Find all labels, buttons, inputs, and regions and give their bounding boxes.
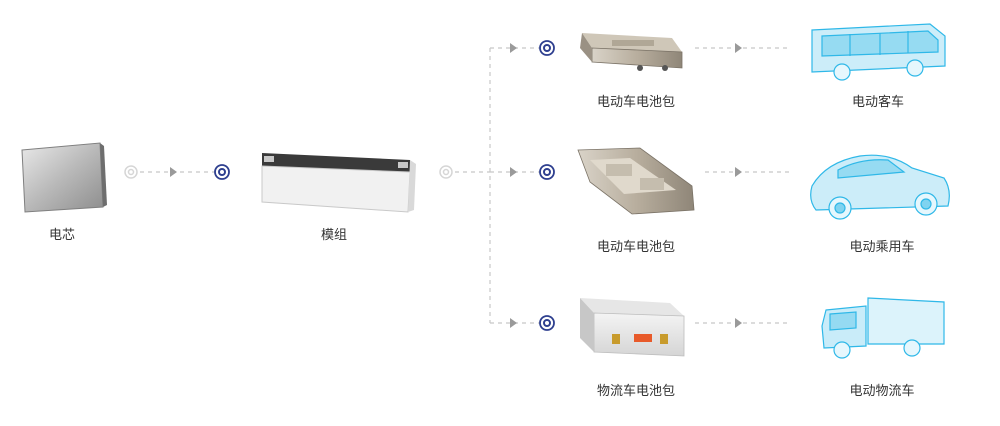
arrow-icon <box>735 167 742 177</box>
car-vehicle-label: 电动乘用车 <box>849 240 915 255</box>
idle-ring-icon <box>124 165 138 179</box>
target-ring-icon <box>539 40 555 56</box>
logistics-battery-pack-image <box>580 298 685 357</box>
idle-node-markers <box>124 165 453 179</box>
electric-car-image <box>810 154 950 220</box>
idle-ring-icon <box>439 165 453 179</box>
car-battery-pack-image <box>577 147 695 215</box>
module-to-packs-connector <box>455 47 540 324</box>
active-node-markers <box>214 40 555 331</box>
electric-bus-image <box>811 23 946 81</box>
arrow-icon <box>510 43 517 53</box>
bus-battery-pack-image <box>580 33 683 71</box>
packs-to-vehicles-connector <box>695 47 790 324</box>
arrow-icon <box>510 167 517 177</box>
module-label: 模组 <box>320 228 348 243</box>
target-ring-icon <box>539 164 555 180</box>
target-ring-icon <box>214 164 230 180</box>
battery-cell-image <box>21 142 107 213</box>
bus-vehicle-label: 电动客车 <box>851 95 905 110</box>
arrow-icon <box>170 167 177 177</box>
car-pack-label: 电动车电池包 <box>596 240 676 255</box>
bus-pack-label: 电动车电池包 <box>596 95 676 110</box>
arrow-icon <box>735 318 742 328</box>
cell-label: 电芯 <box>48 228 76 243</box>
truck-vehicle-label: 电动物流车 <box>849 384 915 399</box>
target-ring-icon <box>539 315 555 331</box>
arrow-icon <box>735 43 742 53</box>
battery-module-image <box>261 153 416 213</box>
arrow-icon <box>510 318 517 328</box>
logistics-pack-label: 物流车电池包 <box>596 384 676 399</box>
arrowheads <box>170 43 742 328</box>
electric-truck-image <box>821 297 945 359</box>
